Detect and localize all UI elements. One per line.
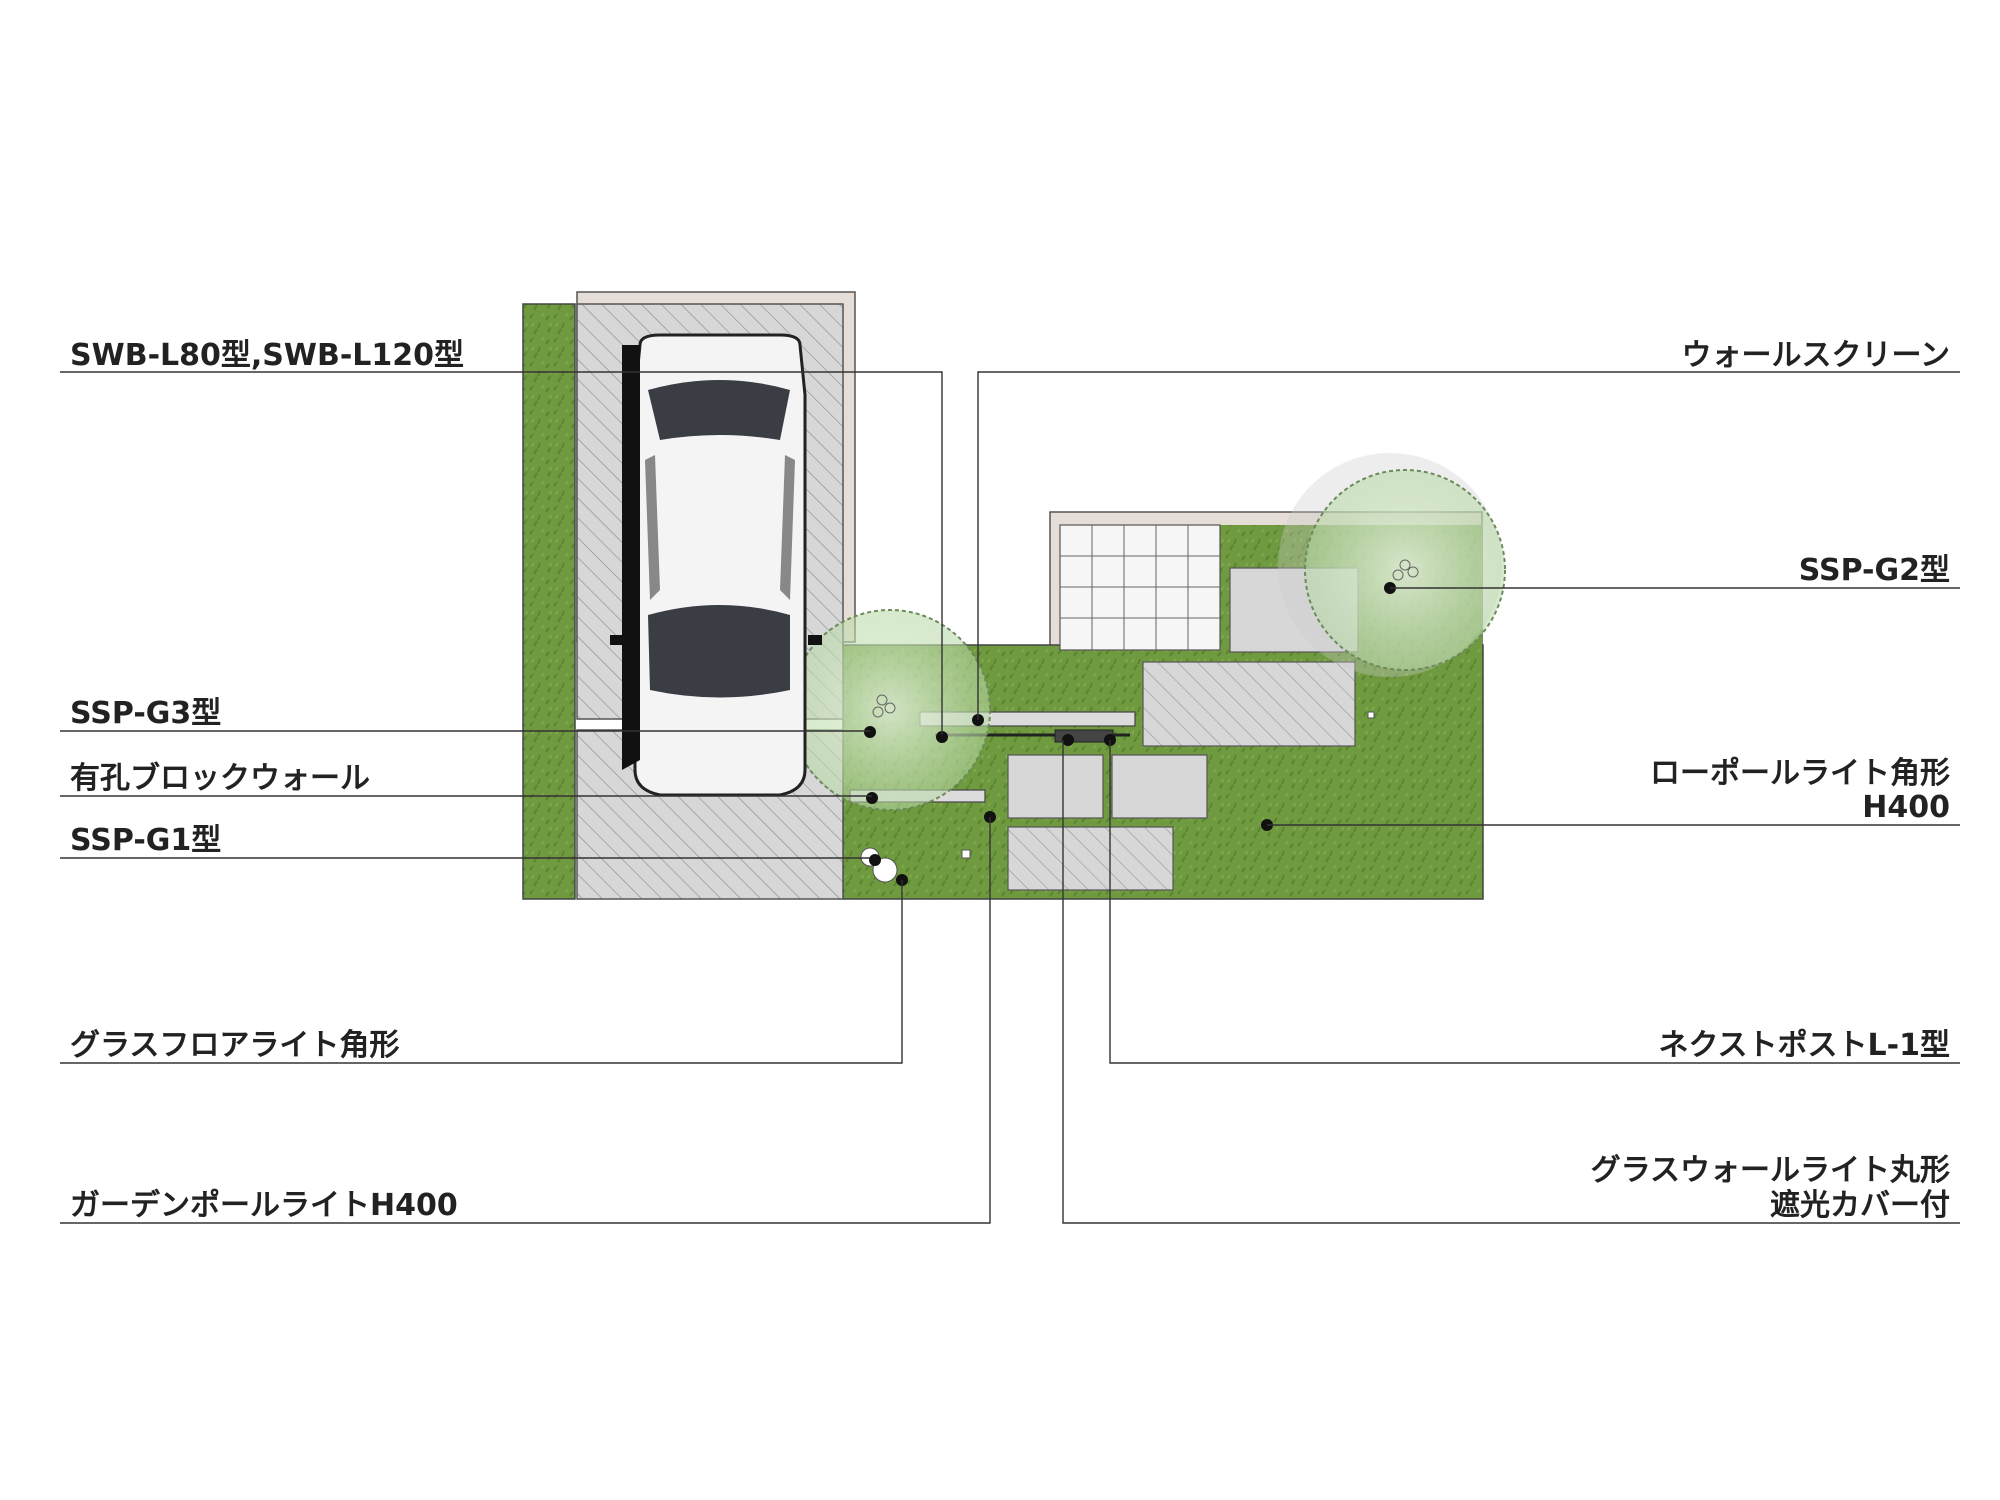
car-top-view	[610, 333, 822, 797]
label-low-pole-light-line1: ローポールライト角形	[1650, 756, 1950, 791]
tile-terrace	[1059, 524, 1221, 651]
tree-canopy-left	[789, 609, 991, 811]
label-ssp-g2: SSP-G2型	[1799, 553, 1950, 588]
leader-glass-floor-light	[60, 880, 903, 1064]
paving-slabs	[1007, 567, 1359, 891]
tree-canopy-right	[1278, 453, 1506, 677]
label-ssp-g1: SSP-G1型	[70, 823, 221, 858]
label-swb-wall: SWB-L80型,SWB-L120型	[70, 338, 464, 373]
leader-swb-wall	[60, 371, 943, 735]
leader-wall-screen	[977, 371, 1960, 720]
leader-glass-wall-light	[1062, 740, 1960, 1224]
light-fixtures	[860, 582, 1396, 886]
label-glass-wall-light-line1: グラスウォールライト丸形	[1591, 1153, 1950, 1188]
label-glass-floor-light: グラスフロアライト角形	[70, 1028, 399, 1063]
label-garden-pole-light: ガーデンポールライトH400	[70, 1188, 458, 1223]
leader-next-post	[1109, 740, 1960, 1064]
label-next-post: ネクストポストL-1型	[1658, 1028, 1950, 1063]
label-glass-wall-light-line2: 遮光カバー付	[1770, 1188, 1950, 1223]
label-perforated-block-wall: 有孔ブロックウォール	[70, 761, 370, 796]
label-wall-screen: ウォールスクリーン	[1682, 338, 1951, 373]
label-low-pole-light-line2: H400	[1862, 790, 1950, 825]
leader-garden-pole-light	[60, 817, 991, 1224]
label-ssp-g3: SSP-G3型	[70, 696, 221, 731]
